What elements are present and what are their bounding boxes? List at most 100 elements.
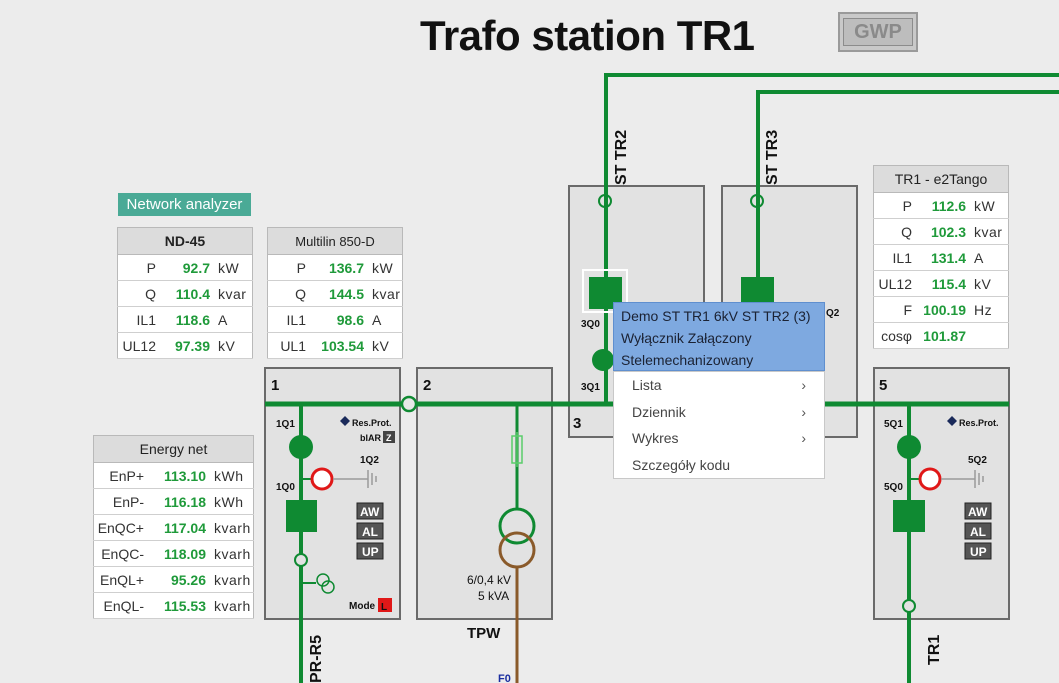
- disconnector-5q2-icon[interactable]: [918, 467, 942, 491]
- nd45-header: ND-45: [117, 227, 253, 255]
- menu-item-szczegoly-kodu[interactable]: Szczegóły kodu: [614, 452, 824, 479]
- row-unit: A: [968, 244, 1009, 271]
- row-label: F: [873, 296, 918, 323]
- cell-5-breaker-label: 5Q1: [884, 419, 903, 430]
- row-label: Q: [117, 280, 162, 307]
- sensor-1-icon: [294, 553, 308, 567]
- breaker-5q1-icon[interactable]: [897, 435, 921, 459]
- menu-item-lista[interactable]: Lista ›: [614, 372, 824, 399]
- row-label: EnQC-: [93, 540, 150, 567]
- row-unit: A: [366, 306, 403, 333]
- network-analyzer-label[interactable]: Network analyzer: [118, 193, 251, 216]
- chevron-right-icon: ›: [801, 403, 806, 420]
- sensor-3-icon: [598, 194, 612, 208]
- row-value: 131.4: [918, 244, 968, 271]
- cell-1-breaker-label: 1Q1: [276, 419, 295, 430]
- row-label: Q: [267, 280, 312, 307]
- row-value: 95.26: [150, 566, 208, 593]
- menu-item-label: Lista: [632, 377, 662, 393]
- btn-al-5[interactable]: [964, 522, 992, 540]
- context-menu-header: Demo ST TR1 6kV ST TR2 (3) Wyłącznik Zał…: [613, 302, 825, 371]
- btn-up-5[interactable]: [964, 542, 992, 560]
- row-label: EnQL+: [93, 566, 150, 593]
- chevron-right-icon: ›: [801, 430, 806, 446]
- e2tango-header: TR1 - e2Tango: [873, 165, 1009, 193]
- btn-aw-5[interactable]: [964, 502, 992, 520]
- earth-5q0-icon[interactable]: [893, 500, 925, 532]
- row-value: 100.19: [918, 296, 968, 323]
- row-value: 115.4: [918, 270, 968, 297]
- row-label: EnQC+: [93, 514, 150, 541]
- row-unit: Hz: [968, 296, 1009, 323]
- earth-1q0-icon[interactable]: [286, 500, 317, 532]
- label-tr1: TR1: [926, 635, 943, 665]
- menu-item-label: Szczegóły kodu: [632, 456, 731, 473]
- menu-item-wykres[interactable]: Wykres ›: [614, 425, 824, 452]
- row-unit: kvar: [366, 280, 403, 307]
- gwp-button-label: GWP: [843, 18, 913, 46]
- row-label: Q: [873, 218, 918, 245]
- breaker-1q1-icon[interactable]: [289, 435, 313, 459]
- row-unit: kW: [212, 254, 253, 281]
- cell-2-number: 2: [423, 377, 431, 394]
- bus-coupler-icon[interactable]: [400, 395, 418, 413]
- cell-5-disc-label: 5Q2: [968, 455, 987, 466]
- row-value: 118.6: [162, 306, 212, 333]
- row-unit: kvar: [212, 280, 253, 307]
- row-value: 112.6: [918, 192, 968, 219]
- sensor-5-icon: [902, 599, 916, 613]
- row-unit: kV: [968, 270, 1009, 297]
- energy-net-header: Energy net: [93, 435, 254, 463]
- cell-1-up: UP: [362, 545, 379, 559]
- earth-switch-3q1-icon[interactable]: [592, 349, 614, 371]
- sensor-4-icon: [750, 194, 764, 208]
- menu-item-dziennik[interactable]: Dziennik ›: [614, 399, 824, 426]
- row-label: IL1: [117, 306, 162, 333]
- row-unit: A: [212, 306, 253, 333]
- mode-flag[interactable]: [378, 598, 392, 612]
- cell-2-box[interactable]: [416, 367, 553, 620]
- gwp-button[interactable]: GWP: [838, 12, 918, 52]
- row-value: 102.3: [918, 218, 968, 245]
- row-label: P: [873, 192, 918, 219]
- row-value: 113.10: [150, 462, 208, 489]
- row-label: EnP+: [93, 462, 150, 489]
- row-value: 92.7: [162, 254, 212, 281]
- cell-3-number: 3: [573, 415, 581, 432]
- row-label: UL12: [873, 270, 918, 297]
- row-unit: kV: [366, 332, 403, 359]
- row-value: 101.87: [918, 322, 968, 349]
- row-unit: kvarh: [208, 592, 254, 619]
- disconnector-1q2-icon[interactable]: [310, 467, 334, 491]
- btn-up-1[interactable]: [356, 542, 384, 560]
- label-f0: F0: [498, 673, 511, 683]
- row-value: 116.18: [150, 488, 208, 515]
- cell-1-biar-label: bIAR: [360, 433, 381, 443]
- row-label: cosφ: [873, 322, 918, 349]
- cell-5-aw: AW: [968, 505, 988, 519]
- btn-al-1[interactable]: [356, 522, 384, 540]
- trafo-rating-1: 6/0,4 kV: [467, 573, 511, 587]
- btn-aw-1[interactable]: [356, 502, 384, 520]
- cell-3-earth-label: 3Q1: [581, 382, 600, 393]
- trafo-hv-winding-icon[interactable]: [498, 507, 536, 545]
- menu-item-label: Wykres: [632, 430, 679, 446]
- row-unit: kW: [968, 192, 1009, 219]
- ct-icon: [316, 573, 330, 587]
- row-unit: kWh: [208, 462, 254, 489]
- row-value: 98.6: [312, 306, 366, 333]
- cell-5-box[interactable]: [873, 367, 1010, 620]
- protection-1-icon: [340, 416, 350, 426]
- trafo-rating-2: 5 kVA: [478, 589, 509, 603]
- cell-5-al: AL: [970, 525, 986, 539]
- cell-1-box[interactable]: [264, 367, 401, 620]
